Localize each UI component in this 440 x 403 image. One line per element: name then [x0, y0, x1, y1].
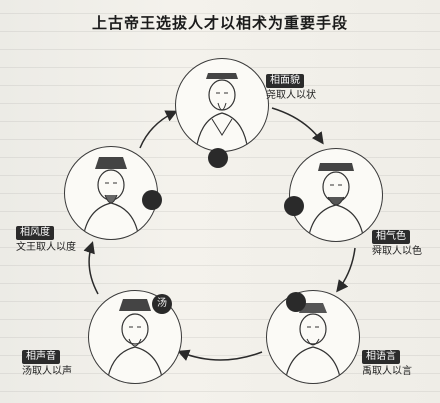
seal-yu [286, 292, 306, 312]
caption-yao: 尧取人以状 [266, 90, 316, 101]
diagram-title: 上古帝王选拔人才以相术为重要手段 [91, 14, 348, 32]
seal-yao [208, 148, 228, 168]
tag-shun: 相气色 [372, 230, 410, 244]
arrow-right-to-bottomright [336, 247, 356, 293]
arrow-top-to-right [271, 107, 324, 145]
portrait-shun [289, 148, 383, 242]
label-yu: 相语言 禹取人以言 [362, 350, 412, 379]
label-yao: 相面貌 尧取人以状 [266, 74, 316, 103]
label-shun: 相气色 舜取人以色 [372, 230, 422, 259]
portrait-yu [266, 290, 360, 384]
caption-wenwang: 文王取人以度 [16, 242, 76, 253]
label-wenwang: 相风度 文王取人以度 [16, 226, 76, 255]
label-tang: 相声音 汤取人以声 [22, 350, 72, 379]
tag-yao: 相面貌 [266, 74, 304, 88]
caption-shun: 舜取人以色 [372, 246, 422, 257]
arrow-left-to-top [139, 110, 178, 149]
arrow-bottomright-to-bottomleft [177, 349, 263, 361]
tag-yu: 相语言 [362, 350, 400, 364]
caption-yu: 禹取人以言 [362, 366, 412, 377]
seal-wenwang [142, 190, 162, 210]
seal-shun [284, 196, 304, 216]
tag-wenwang: 相风度 [16, 226, 54, 240]
portrait-yao [175, 58, 269, 152]
seal-tang: 汤 [152, 294, 172, 314]
tag-tang: 相声音 [22, 350, 60, 364]
caption-tang: 汤取人以声 [22, 366, 72, 377]
arrow-bottomleft-to-left [83, 241, 99, 295]
